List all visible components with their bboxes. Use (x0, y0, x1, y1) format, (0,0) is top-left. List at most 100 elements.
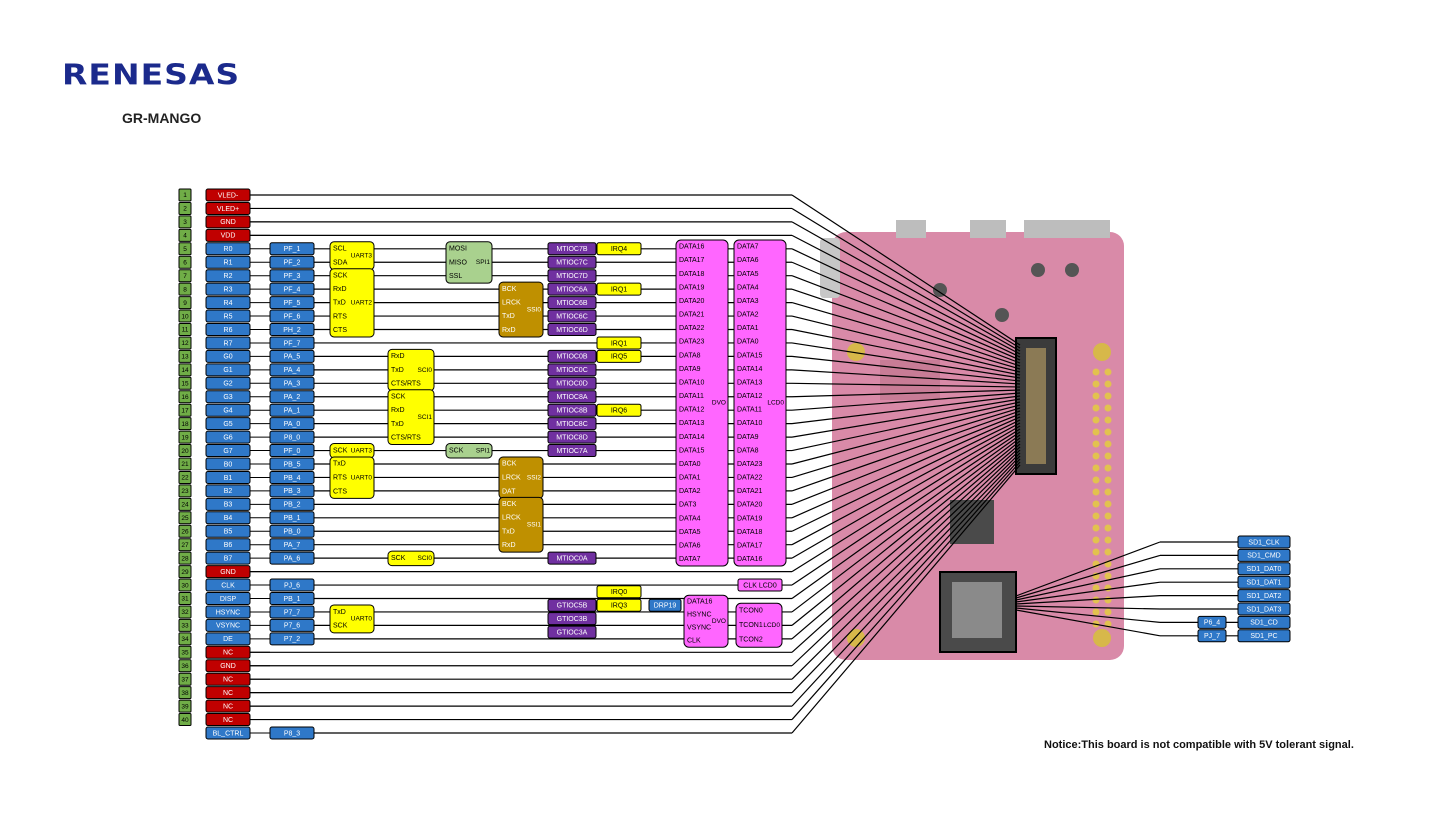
signal-label: R0 (224, 246, 233, 253)
header-pin (1092, 536, 1100, 544)
sd-signal-box (1237, 562, 1291, 576)
header-pin (1092, 476, 1100, 484)
function-group (498, 496, 544, 553)
port-label: PA_2 (284, 394, 301, 401)
lcd-signal-label: DATA7 (737, 244, 759, 251)
port-label: P7_7 (284, 609, 300, 616)
timer-box (547, 309, 597, 323)
group-signal-label: RTS (333, 313, 347, 320)
signal-box (205, 403, 251, 417)
dvo-signal-label: DATA12 (679, 407, 705, 414)
wire (791, 261, 1021, 361)
group-signal-label: TxD (502, 313, 515, 320)
header-pin (1092, 404, 1100, 412)
port-label: PA_4 (284, 367, 301, 374)
irq-box (596, 282, 642, 296)
pin-number-box (178, 538, 192, 552)
wire (791, 382, 1021, 388)
header-pin (1092, 548, 1100, 556)
signal-box (205, 592, 251, 605)
group-signal-label: RTS (333, 475, 347, 482)
port-label: P8_0 (284, 434, 300, 441)
lcd-signal-label: DATA0 (737, 339, 759, 346)
group-signal-label: BCK (502, 461, 517, 468)
header-pin (1104, 524, 1112, 532)
wire (791, 395, 1021, 425)
header-pin (1104, 572, 1112, 580)
signal-box (205, 363, 251, 377)
signal-label: G2 (223, 381, 232, 388)
header-pin (1092, 608, 1100, 616)
port-label: PB_3 (283, 488, 300, 495)
lcd-signal-label: DATA19 (737, 515, 763, 522)
group-signal-label: SCK (333, 272, 348, 279)
pin-number: 27 (181, 542, 189, 549)
signal-box (205, 713, 251, 727)
wire (791, 434, 1021, 599)
wire (1015, 568, 1161, 601)
signal-label: NC (223, 717, 233, 724)
pin-number: 34 (181, 636, 189, 643)
wire (791, 221, 1021, 352)
wire (791, 431, 1021, 586)
lcd-signal-label: DATA4 (737, 284, 759, 291)
header-pin (1104, 488, 1112, 496)
timer-label: MTIOC0A (556, 555, 587, 562)
pin-number-box (178, 363, 192, 377)
group-signal-label: BCK (502, 501, 517, 508)
signal-label: B1 (224, 475, 233, 482)
lcd-signal-label: DATA23 (737, 461, 763, 468)
dvo-signal-label: DATA6 (679, 542, 701, 549)
signal-box (205, 645, 251, 659)
pin-number-box (178, 592, 192, 605)
signal-box (205, 497, 251, 511)
group-signal-label: SCK (449, 448, 464, 455)
signal-box (205, 686, 251, 700)
port-box (269, 497, 315, 511)
signal-label: HSYNC (216, 609, 241, 616)
pin-number-box (178, 349, 192, 363)
mount-hole (1093, 629, 1111, 647)
pin-number-box (178, 215, 192, 229)
port-box (269, 242, 315, 256)
irq-label: IRQ1 (611, 340, 627, 347)
port-label: PA_5 (284, 354, 301, 361)
dvo-sync-block (683, 594, 729, 648)
signal-label: B2 (224, 488, 233, 495)
lcd-signal-label: DATA8 (737, 447, 759, 454)
pin-number-box (178, 376, 192, 390)
pin-number: 7 (183, 273, 187, 280)
pin-number-box (178, 618, 192, 632)
sd-signal-box (1237, 548, 1291, 562)
dvo-signal-label: DATA21 (679, 312, 705, 319)
port-box (269, 376, 315, 390)
port-box (269, 323, 315, 336)
header-pin (1104, 368, 1112, 376)
group-signal-label: RxD (333, 286, 347, 293)
timer-label: MTIOC7D (556, 273, 588, 280)
port-label: PA_0 (284, 421, 301, 428)
board-hole (1031, 263, 1045, 277)
port-label: PF_7 (284, 340, 301, 347)
wire (791, 194, 1021, 346)
wire (791, 446, 1021, 653)
pin-number-box (178, 255, 192, 269)
signal-box (205, 565, 251, 579)
dvo-signal-label: DATA15 (679, 447, 705, 454)
timer-label: MTIOC7C (556, 260, 588, 267)
port-box (269, 444, 315, 458)
lcd-signal-label: DATA15 (737, 352, 763, 359)
pin-number: 38 (181, 690, 189, 697)
sd-signal-box (1237, 575, 1291, 589)
signal-label: G5 (223, 421, 232, 428)
lcd-tcon-block (735, 602, 783, 648)
group-signal-label: LRCK (502, 475, 521, 482)
port-label: PF_0 (284, 448, 301, 455)
pin-number: 11 (182, 327, 189, 334)
pin-number: 6 (183, 259, 187, 266)
signal-box (205, 349, 251, 363)
header-pin (1092, 500, 1100, 508)
signal-label: DISP (220, 596, 237, 603)
renesas-logo: RENESAS (62, 58, 241, 92)
